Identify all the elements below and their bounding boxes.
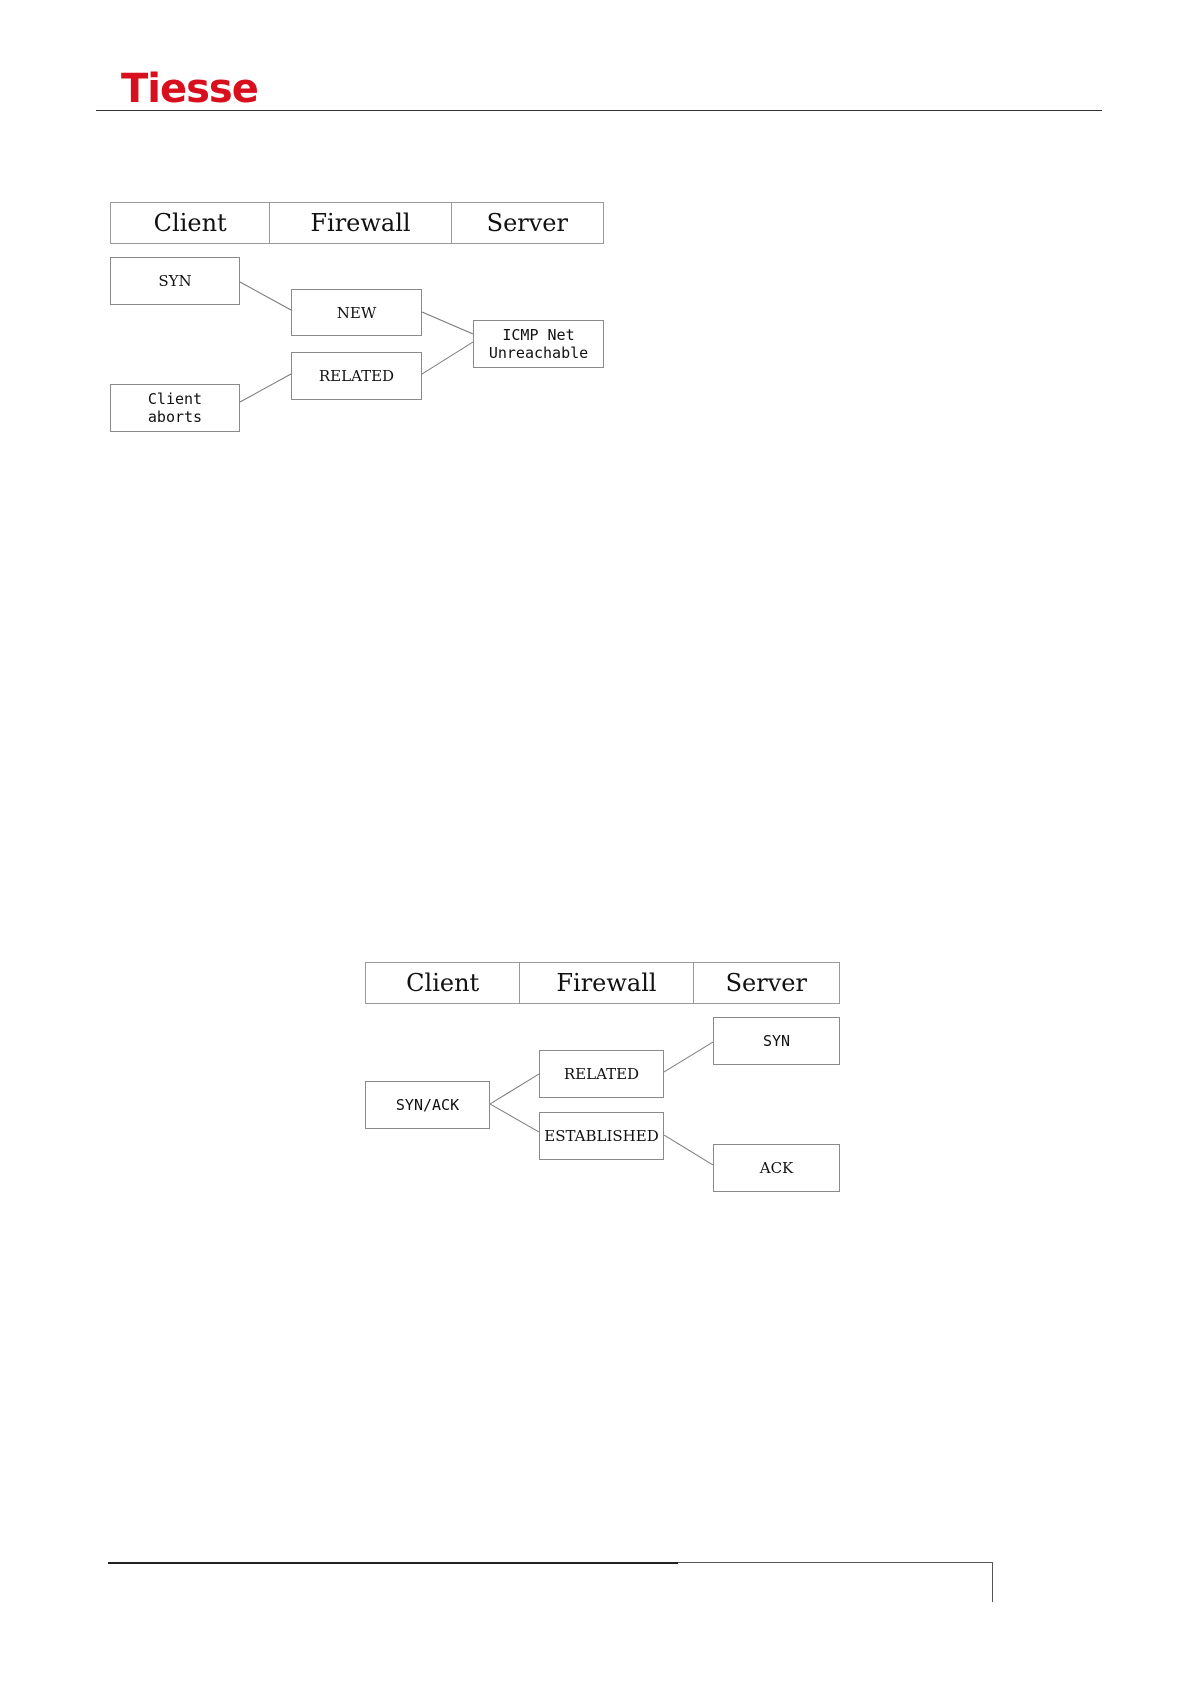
- tiesse-logo: Tiesse: [121, 66, 258, 112]
- column-header-firewall: Firewall: [520, 963, 693, 1003]
- footer-divider: [992, 1562, 993, 1602]
- firewall-related-box: RELATED: [539, 1050, 664, 1098]
- state-diagram-icmp: Client Firewall Server SYN NEW ICMP Net …: [110, 202, 604, 432]
- state-diagram-synack: Client Firewall Server SYN RELATED SYN/A…: [365, 962, 840, 1192]
- client-synack-box: SYN/ACK: [365, 1081, 490, 1129]
- server-ack-box: ACK: [713, 1144, 840, 1192]
- firewall-established-box: ESTABLISHED: [539, 1112, 664, 1160]
- column-header-row: Client Firewall Server: [365, 962, 840, 1004]
- firewall-new-box: NEW: [291, 289, 422, 336]
- column-header-client: Client: [111, 203, 270, 243]
- footer-rule-thin: [678, 1562, 993, 1563]
- footer-rule: [108, 1562, 678, 1564]
- column-header-client: Client: [366, 963, 520, 1003]
- column-header-firewall: Firewall: [270, 203, 451, 243]
- client-syn-box: SYN: [110, 257, 240, 305]
- server-icmp-box: ICMP Net Unreachable: [473, 320, 604, 368]
- client-aborts-box: Client aborts: [110, 384, 240, 432]
- column-header-row: Client Firewall Server: [110, 202, 604, 244]
- header-rule: [96, 110, 1102, 111]
- firewall-related-box: RELATED: [291, 352, 422, 400]
- column-header-server: Server: [694, 963, 839, 1003]
- server-syn-box: SYN: [713, 1017, 840, 1065]
- column-header-server: Server: [452, 203, 603, 243]
